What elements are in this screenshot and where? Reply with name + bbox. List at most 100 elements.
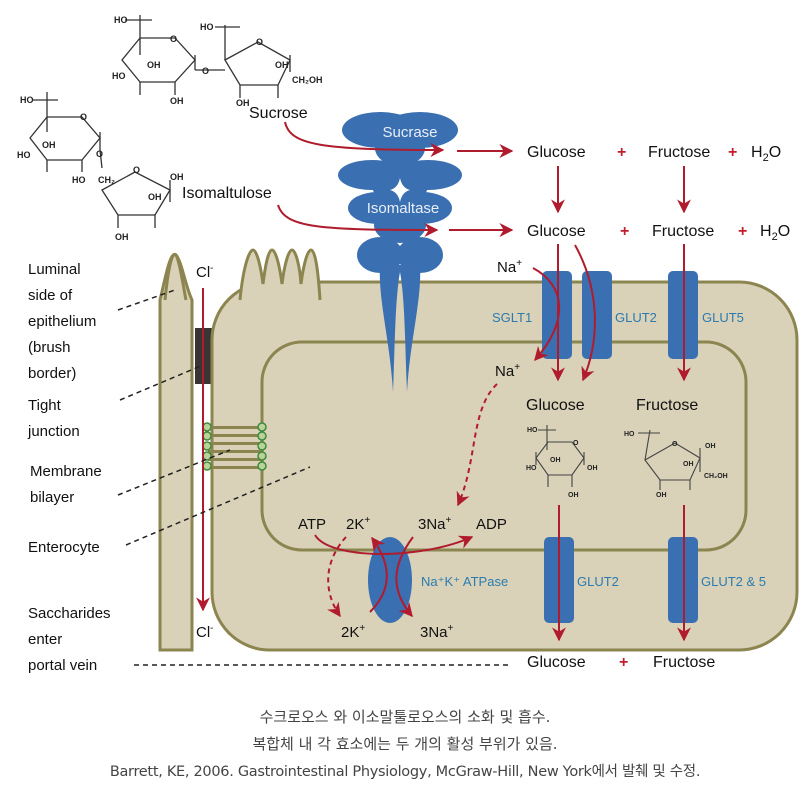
microvilli	[238, 248, 322, 301]
svg-text:Fructose: Fructose	[648, 144, 710, 161]
svg-text:HO: HO	[114, 15, 128, 25]
svg-text:Glucose: Glucose	[527, 654, 586, 671]
svg-text:ADP: ADP	[476, 516, 507, 533]
cl-bottom-label: Cl-	[196, 623, 214, 641]
luminal-side-label: Luminal side of epithelium (brush border…	[28, 261, 96, 382]
svg-text:HO: HO	[72, 175, 86, 185]
svg-text:O: O	[80, 112, 87, 122]
svg-text:Glucose: Glucose	[527, 144, 586, 161]
svg-text:3Na+: 3Na+	[420, 623, 454, 641]
portal-products: Glucose + Fructose	[527, 654, 715, 671]
caption-line-2: 복합체 내 각 효소에는 두 개의 활성 부위가 있음.	[252, 735, 558, 753]
svg-text:OH: OH	[115, 232, 129, 242]
na-top-label: Na+	[497, 258, 522, 276]
membrane-bilayer-label: Membrane bilayer	[30, 463, 102, 506]
cl-top-label: Cl-	[196, 263, 214, 281]
svg-text:CH₂OH: CH₂OH	[292, 75, 323, 85]
svg-text:OH: OH	[275, 60, 289, 70]
products-row-2: Glucose + Fructose + H2O	[527, 223, 790, 243]
glut2-bottom-label: GLUT2	[577, 574, 619, 589]
glut2-top-label: GLUT2	[615, 310, 657, 325]
inside-fructose-label: Fructose	[636, 397, 698, 414]
sucrase-label: Sucrase	[382, 124, 437, 141]
svg-text:OH: OH	[587, 465, 598, 472]
svg-text:OH: OH	[683, 461, 694, 468]
svg-text:OH: OH	[705, 443, 716, 450]
fructose-structure	[638, 429, 701, 490]
enterocyte-cell	[210, 280, 799, 652]
k-in-arrow	[369, 536, 388, 613]
leader-lines	[117, 289, 510, 666]
svg-text:+: +	[620, 223, 629, 240]
svg-text:side of: side of	[28, 287, 73, 304]
svg-text:Fructose: Fructose	[653, 654, 715, 671]
svg-text:O: O	[256, 37, 263, 47]
isomaltulose-label: Isomaltulose	[182, 185, 272, 202]
svg-text:O: O	[170, 34, 177, 44]
svg-text:OH: OH	[568, 492, 579, 499]
svg-text:OH: OH	[170, 172, 184, 182]
active-site-star	[390, 178, 410, 202]
svg-text:Membrane: Membrane	[30, 463, 102, 480]
svg-text:epithelium: epithelium	[28, 313, 96, 330]
svg-text:HO: HO	[112, 71, 126, 81]
svg-text:enter: enter	[28, 631, 62, 648]
sucrose-label: Sucrose	[249, 105, 308, 122]
svg-text:O: O	[672, 441, 678, 448]
svg-text:O: O	[202, 66, 209, 76]
svg-text:O: O	[96, 149, 103, 159]
brush-border-left	[163, 252, 188, 301]
tight-junction-label: Tight junction	[27, 397, 80, 440]
svg-text:HO: HO	[624, 431, 635, 438]
products-row-1: Glucose + Fructose + H2O	[527, 144, 781, 164]
caption-citation: Barrett, KE, 2006. Gastrointestinal Phys…	[109, 764, 701, 780]
svg-text:OH: OH	[170, 96, 184, 106]
svg-text:Luminal: Luminal	[28, 261, 81, 278]
svg-text:OH: OH	[236, 98, 250, 108]
apical-transporters	[542, 271, 698, 359]
svg-text:OH: OH	[656, 492, 667, 499]
svg-text:2K+: 2K+	[341, 623, 365, 641]
svg-text:HO: HO	[17, 150, 31, 160]
svg-text:OH: OH	[42, 140, 56, 150]
svg-text:H2O: H2O	[751, 144, 781, 164]
svg-text:junction: junction	[27, 423, 80, 440]
glucose-atom-labels: HO O OH HO OH OH	[526, 427, 598, 499]
svg-text:HO: HO	[527, 427, 538, 434]
na-k-atpase-label: Na⁺K⁺ ATPase	[421, 574, 508, 589]
svg-text:O: O	[573, 440, 579, 447]
caption-line-1: 수크로오스 와 이소말툴로오스의 소화 및 흡수.	[259, 708, 551, 726]
glut2-glucose-arrow	[574, 244, 596, 382]
inside-glucose-label: Glucose	[526, 397, 585, 414]
svg-text:portal vein: portal vein	[28, 657, 97, 674]
svg-text:2K+: 2K+	[346, 515, 370, 533]
k-dashed-arrow	[327, 536, 347, 618]
sglt1-na-arrow	[532, 267, 561, 362]
svg-text:Fructose: Fructose	[652, 223, 714, 240]
sucrase-isomaltase-complex	[338, 112, 462, 392]
membrane-bilayer	[202, 422, 267, 471]
svg-text:H2O: H2O	[760, 223, 790, 243]
sglt1-label: SGLT1	[492, 310, 532, 325]
glucose-structure	[535, 425, 585, 487]
portal-vein-label: Saccharides enter portal vein	[28, 605, 111, 674]
svg-text:HO: HO	[200, 22, 214, 32]
glut5-label: GLUT5	[702, 310, 744, 325]
sucrose-arrow	[284, 121, 445, 157]
sucrose-structure	[121, 15, 291, 98]
svg-text:O: O	[133, 165, 140, 175]
sucrose-absorption-diagram: Sucrase Isomaltase HO O OH HO OH O HO O …	[17, 15, 799, 674]
isomaltulose-arrow	[277, 204, 439, 237]
svg-text:border): border)	[28, 365, 76, 382]
svg-text:+: +	[728, 144, 737, 161]
na-to-pump-arrow	[456, 383, 498, 507]
isomaltase-label: Isomaltase	[367, 200, 440, 217]
svg-text:CH₂: CH₂	[98, 175, 115, 185]
na-inside-label: Na+	[495, 362, 520, 380]
svg-text:bilayer: bilayer	[30, 489, 74, 506]
svg-text:OH: OH	[148, 192, 162, 202]
svg-text:Tight: Tight	[28, 397, 62, 414]
svg-text:+: +	[619, 654, 628, 671]
svg-text:(brush: (brush	[28, 339, 71, 356]
svg-text:OH: OH	[147, 60, 161, 70]
